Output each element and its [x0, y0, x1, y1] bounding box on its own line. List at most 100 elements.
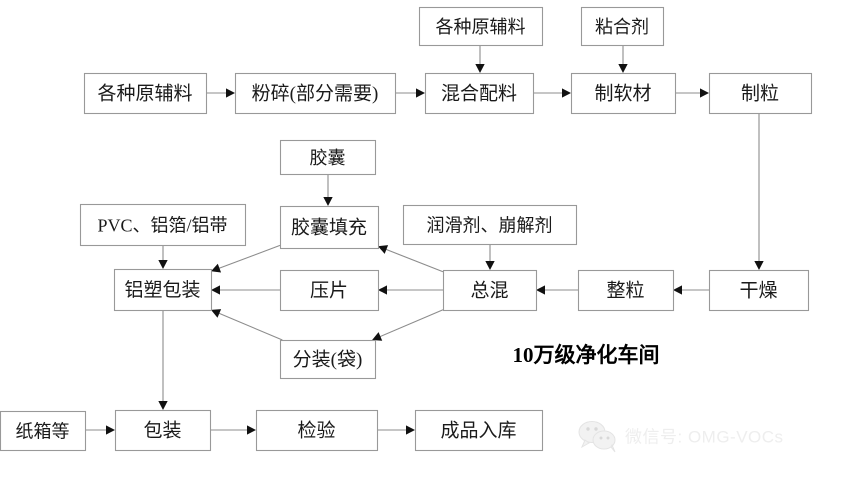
node-label-pvc: PVC、铝箔/铝带 [97, 216, 227, 236]
node-label-alupack: 铝塑包装 [124, 279, 200, 301]
arrow-head [406, 425, 415, 435]
node-box-binder[interactable] [580, 6, 665, 47]
node-soft[interactable]: 制软材 [570, 72, 677, 115]
edge-line [218, 244, 281, 269]
node-label-lubricant: 润滑剂、崩解剂 [427, 216, 553, 236]
edge-sizing-to-totalmix [536, 285, 578, 295]
node-capsule[interactable]: 胶囊 [279, 139, 377, 176]
nodes-layer: 各种原辅料粉碎(部分需要)各种原辅料粘合剂混合配料制软材制粒胶囊PVC、铝箔/铝… [0, 6, 813, 452]
arrow-head [372, 332, 383, 341]
node-crush[interactable]: 粉碎(部分需要) [234, 72, 397, 115]
arrow-head [673, 285, 682, 295]
node-label-packing: 包装 [143, 420, 181, 442]
arrow-head [323, 197, 333, 206]
node-pvc[interactable]: PVC、铝箔/铝带 [79, 203, 247, 247]
node-label-raw2: 各种原辅料 [436, 17, 526, 37]
edge-line [218, 312, 283, 341]
edge-totalmix-to-capfill [378, 245, 444, 273]
arrow-head [211, 263, 222, 273]
node-label-totalmix: 总混 [470, 280, 508, 302]
edge-drying-to-sizing [673, 285, 709, 295]
node-store[interactable]: 成品入库 [414, 409, 544, 452]
arrow-head [416, 88, 425, 98]
zone-label: 10万级净化车间 [513, 343, 660, 367]
node-raw1[interactable]: 各种原辅料 [83, 72, 208, 115]
node-alupack[interactable]: 铝塑包装 [113, 268, 213, 312]
node-box-capfill[interactable] [279, 205, 380, 250]
node-binder[interactable]: 粘合剂 [580, 6, 665, 47]
node-box-carton[interactable] [0, 410, 87, 452]
edge-tablet-to-alupack [211, 285, 280, 295]
node-box-alupack[interactable] [113, 268, 213, 312]
watermark-text: 微信号: OMG-VOCs [625, 428, 784, 447]
node-box-inspect[interactable] [255, 409, 379, 452]
edges-layer [85, 45, 764, 435]
node-box-raw1[interactable] [83, 72, 208, 115]
edge-capsule-to-capfill [323, 174, 333, 206]
node-box-sizing[interactable] [577, 269, 675, 312]
edge-capfill-to-alupack [211, 244, 281, 273]
arrow-head [475, 64, 485, 73]
node-box-soft[interactable] [570, 72, 677, 115]
node-label-bagging: 分装(袋) [293, 349, 363, 371]
edge-mix-to-soft [533, 88, 571, 98]
node-box-crush[interactable] [234, 72, 397, 115]
node-box-mix[interactable] [424, 72, 535, 115]
arrow-head [106, 425, 115, 435]
node-box-pvc[interactable] [79, 203, 247, 247]
arrow-head [378, 245, 389, 254]
edge-bagging-to-alupack [211, 309, 283, 341]
arrow-head [618, 64, 628, 73]
node-sizing[interactable]: 整粒 [577, 269, 675, 312]
arrow-head [211, 309, 222, 318]
node-label-carton: 纸箱等 [16, 422, 70, 442]
node-label-sizing: 整粒 [606, 280, 644, 302]
edge-line [385, 248, 444, 273]
edge-lubricant-to-totalmix [485, 244, 495, 270]
node-lubricant[interactable]: 润滑剂、崩解剂 [402, 204, 578, 246]
arrow-head [226, 88, 235, 98]
arrow-head [211, 285, 220, 295]
arrow-head [562, 88, 571, 98]
arrow-head [158, 260, 168, 269]
node-carton[interactable]: 纸箱等 [0, 410, 87, 452]
node-inspect[interactable]: 检验 [255, 409, 379, 452]
node-drying[interactable]: 干燥 [708, 269, 810, 312]
node-label-crush: 粉碎(部分需要) [252, 83, 379, 105]
wechat-icon [578, 421, 616, 453]
arrow-head [158, 401, 168, 410]
node-box-totalmix[interactable] [442, 269, 538, 312]
arrow-head [485, 261, 495, 270]
arrow-head [247, 425, 256, 435]
node-label-soft: 制软材 [594, 83, 651, 105]
edge-carton-to-packing [85, 425, 115, 435]
node-box-packing[interactable] [114, 409, 212, 452]
node-mix[interactable]: 混合配料 [424, 72, 535, 115]
node-box-tablet[interactable] [279, 269, 380, 312]
edge-crush-to-mix [395, 88, 425, 98]
node-box-lubricant[interactable] [402, 204, 578, 246]
node-tablet[interactable]: 压片 [279, 269, 380, 312]
node-totalmix[interactable]: 总混 [442, 269, 538, 312]
node-packing[interactable]: 包装 [114, 409, 212, 452]
watermark: 微信号: OMG-VOCs [578, 421, 784, 453]
node-box-capsule[interactable] [279, 139, 377, 176]
edge-raw1-to-crush [206, 88, 235, 98]
edge-granule-to-drying [754, 113, 764, 270]
node-capfill[interactable]: 胶囊填充 [279, 205, 380, 250]
node-bagging[interactable]: 分装(袋) [279, 339, 377, 380]
edge-inspect-to-store [377, 425, 415, 435]
node-box-store[interactable] [414, 409, 544, 452]
edge-pvc-to-alupack [158, 245, 168, 269]
node-box-granule[interactable] [708, 72, 813, 115]
node-box-bagging[interactable] [279, 339, 377, 380]
node-raw2[interactable]: 各种原辅料 [418, 6, 544, 47]
edge-totalmix-to-bagging [372, 309, 444, 341]
node-label-capfill: 胶囊填充 [291, 217, 367, 239]
edge-packing-to-inspect [210, 425, 256, 435]
node-granule[interactable]: 制粒 [708, 72, 813, 115]
node-box-raw2[interactable] [418, 6, 544, 47]
edge-line [379, 309, 444, 338]
node-box-drying[interactable] [708, 269, 810, 312]
